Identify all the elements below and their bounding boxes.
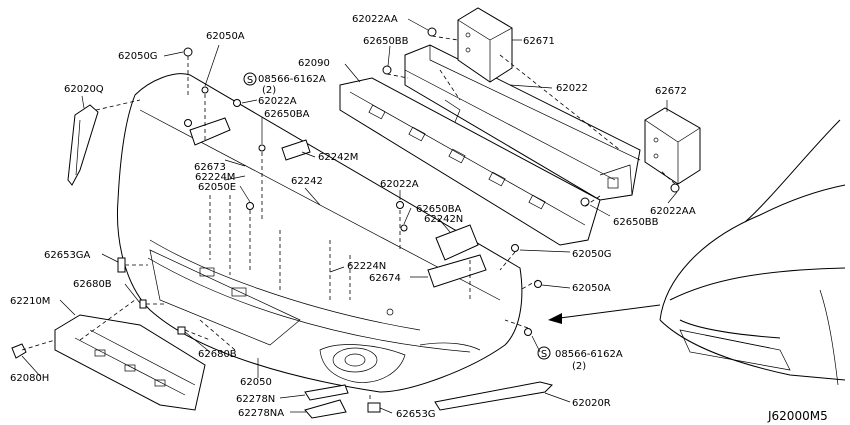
label-62080H: 62080H [10,373,49,384]
label-62242N: 62242N [424,214,463,225]
circled-s-bottom: S [541,349,547,360]
bracket-62674 [427,254,487,288]
label-62022A-mid: 62022A [380,179,419,190]
bracket-62672 [644,107,701,185]
label-62022: 62022 [556,83,588,94]
label-62090: 62090 [298,58,330,69]
label-62680B-top: 62680B [73,279,112,290]
diagram-reference-code: J62000M5 [767,409,828,423]
label-08566-bottom-qty: (2) [572,361,586,372]
label-62050: 62050 [240,377,272,388]
label-62672: 62672 [655,86,687,97]
label-08566-top-qty: (2) [262,85,276,96]
label-62224N: 62224N [347,261,386,272]
label-62673: 62673 [194,162,226,173]
assembly-lines [21,35,676,400]
label-62050A-right: 62050A [572,283,611,294]
clip-62653GA [117,257,126,273]
label-08566-bottom: 08566-6162A [555,349,623,360]
part-labels: 62022AA 62671 62650BB 62050A 62050G 6209… [10,14,828,423]
clip-62653G [367,402,381,413]
clip-62680B-top [139,299,147,309]
strip-62020R [434,381,553,411]
bumper-reinforcement-beam [404,44,641,201]
leader-lines [21,18,678,414]
energy-absorber [339,77,601,246]
label-62020R: 62020R [572,398,611,409]
vehicle-outline [659,119,846,386]
label-62653G: 62653G [396,409,436,420]
bumper-fascia [117,73,523,393]
label-62242: 62242 [291,176,323,187]
label-62022AA-top: 62022AA [352,14,398,25]
fasteners [183,27,680,336]
circled-s-markers: S S [243,72,551,360]
label-62022AA-right: 62022AA [650,206,696,217]
label-62050G-right: 62050G [572,249,612,260]
label-62278N: 62278N [236,394,275,405]
bracket-62242N [435,224,479,261]
label-62050E: 62050E [198,182,236,193]
label-62650BB-top: 62650BB [363,36,409,47]
arrow-pointer [548,304,661,324]
label-62020Q: 62020Q [64,84,104,95]
label-62022A-top: 62022A [258,96,297,107]
label-62050G-top: 62050G [118,51,158,62]
label-62210M: 62210M [10,296,50,307]
clip-62680B-bot [177,326,186,335]
label-62653GA: 62653GA [44,250,91,261]
label-08566-top: 08566-6162A [258,74,326,85]
label-62224M: 62224M [195,172,235,183]
bracket-62278N [304,384,349,401]
label-62680B-bottom: 62680B [198,349,237,360]
label-62242M: 62242M [318,152,358,163]
label-62674: 62674 [369,273,401,284]
bracket-62020Q [67,104,99,186]
bracket-62278NA [304,399,347,419]
label-62650BA-mid: 62650BA [416,204,462,215]
label-62278NA: 62278NA [238,408,284,419]
bracket-62671 [457,7,513,83]
label-62650BA-top: 62650BA [264,109,310,120]
bracket-62673 [189,117,231,146]
undercover-62210M [54,314,206,411]
label-62671: 62671 [523,36,555,47]
label-62050A-top: 62050A [206,31,245,42]
label-62650BB-right: 62650BB [613,217,659,228]
bracket-62242M [281,139,311,161]
circled-s-top: S [247,75,253,86]
clip-62080H [11,343,27,359]
